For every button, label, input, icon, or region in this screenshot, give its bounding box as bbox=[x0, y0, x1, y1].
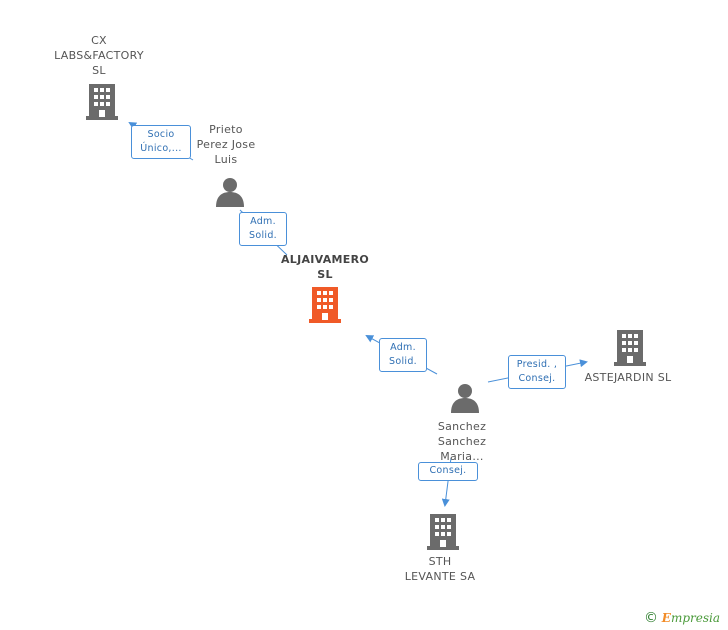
prieto-person-icon[interactable] bbox=[216, 178, 244, 207]
aljaivamero-label[interactable]: ALJAIVAMERO SL bbox=[280, 253, 370, 281]
cx-labs-label[interactable]: CX LABS&FACTORY SL bbox=[54, 34, 144, 77]
relation-adm-solid-sanchez[interactable]: Adm. Solid. bbox=[379, 338, 427, 372]
copyright-icon: © bbox=[643, 610, 658, 626]
sanchez-label[interactable]: Sanchez Sanchez Maria... bbox=[437, 420, 487, 463]
sth-label[interactable]: STH LEVANTE SA bbox=[404, 555, 476, 583]
prieto-label[interactable]: Prieto Perez Jose Luis bbox=[196, 123, 256, 166]
astejardin-building-icon[interactable] bbox=[614, 330, 646, 366]
footer-brand: © Empresia bbox=[644, 610, 720, 626]
cx-labs-building-icon[interactable] bbox=[86, 84, 118, 120]
relation-socio-unico[interactable]: Socio Único,... bbox=[131, 125, 191, 159]
relation-presid-consej[interactable]: Presid. , Consej. bbox=[508, 355, 566, 389]
relation-adm-solid-prieto[interactable]: Adm. Solid. bbox=[239, 212, 287, 246]
empresia-logo: Empresia bbox=[661, 611, 720, 625]
sth-building-icon[interactable] bbox=[427, 514, 459, 550]
astejardin-label[interactable]: ASTEJARDIN SL bbox=[584, 371, 672, 384]
relation-consej[interactable]: Consej. bbox=[418, 462, 478, 481]
sanchez-person-icon[interactable] bbox=[451, 384, 479, 413]
aljaivamero-building-icon[interactable] bbox=[309, 287, 341, 323]
